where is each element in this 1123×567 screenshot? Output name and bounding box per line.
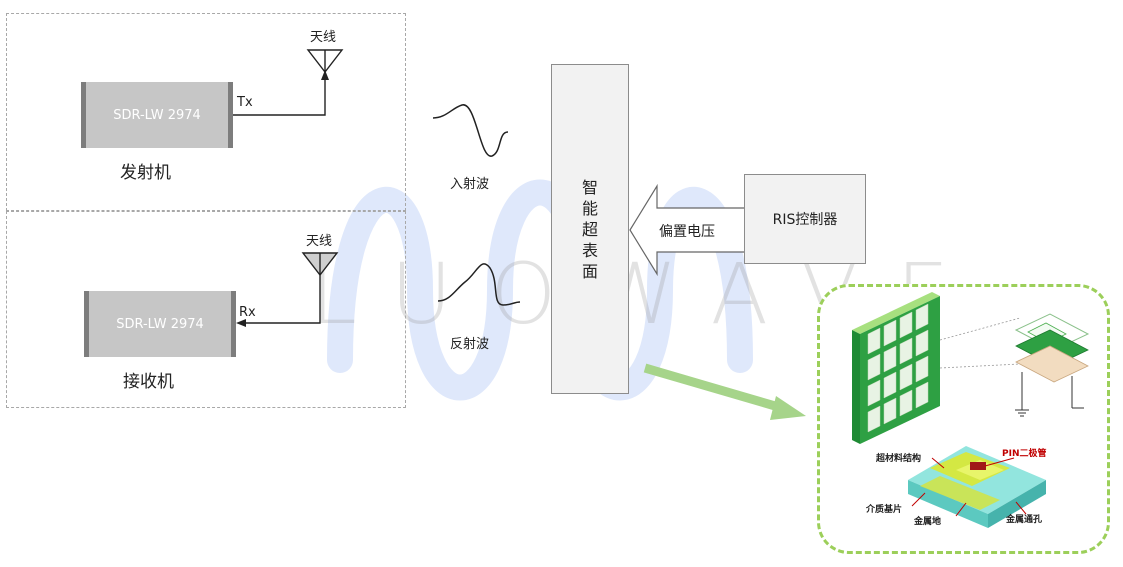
- transmitter-antenna-label: 天线: [310, 30, 337, 45]
- transmitter-device: SDR-LW 2974: [81, 82, 233, 148]
- receiver-name: 接收机: [123, 372, 174, 392]
- ris-board-cells: [867, 303, 929, 433]
- meta-structure-icon: [908, 446, 1046, 528]
- receiver-device: SDR-LW 2974: [84, 291, 236, 357]
- receiver-port: Rx: [239, 305, 256, 320]
- ris-char: 面: [581, 261, 598, 281]
- transmitter-name: 发射机: [120, 163, 171, 183]
- unit-cell-icon: [1014, 313, 1090, 417]
- tx-feed-line: [233, 78, 326, 116]
- rx-antenna-icon: [301, 252, 339, 277]
- transmitter-port: Tx: [237, 95, 253, 110]
- ris-char: 智: [581, 177, 598, 197]
- bias-voltage-label: 偏置电压: [659, 224, 715, 240]
- tx-antenna-icon: [306, 49, 344, 74]
- incident-wave-icon: [432, 104, 509, 157]
- ris-panel: 智 能 超 表 面: [551, 64, 629, 394]
- transmitter-area: [6, 13, 406, 211]
- ris-char: 能: [581, 198, 598, 218]
- meta-material-label: 超材料结构: [875, 452, 921, 464]
- via-label: 金属通孔: [1005, 513, 1042, 525]
- rx-feed-line: [243, 275, 321, 324]
- ris-char: 表: [581, 240, 598, 260]
- detail-arrow: [643, 363, 806, 420]
- receiver-area: [6, 211, 406, 408]
- ris-char: 超: [581, 219, 598, 239]
- reflected-wave-icon: [437, 263, 521, 306]
- reflected-wave-label: 反射波: [450, 337, 490, 352]
- pin-diode-label: PIN二极管: [1002, 447, 1046, 459]
- receiver-antenna-label: 天线: [306, 234, 333, 249]
- ris-controller: RIS控制器: [744, 174, 866, 264]
- incident-wave-label: 入射波: [450, 177, 490, 192]
- ground-label: 金属地: [913, 515, 941, 527]
- substrate-label: 介质基片: [865, 503, 902, 515]
